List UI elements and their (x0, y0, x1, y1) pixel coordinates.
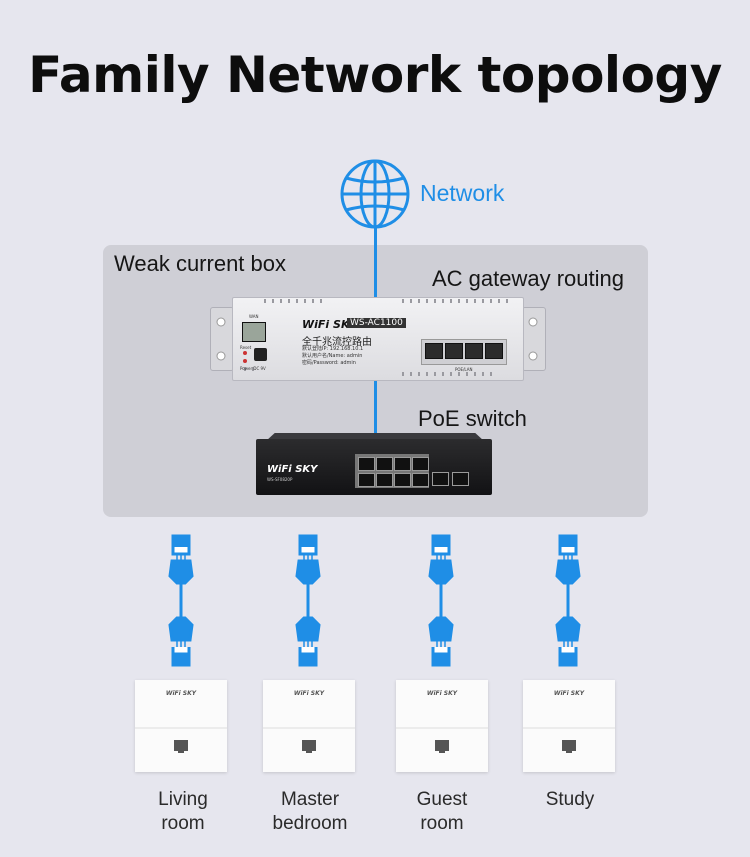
room-label-guest-room: Guest room (382, 788, 502, 836)
router-info-password: 密码/Password: admin (302, 360, 356, 366)
switch-poe-port (394, 473, 411, 487)
network-label: Network (420, 180, 505, 206)
wire-router-to-switch (374, 379, 377, 435)
panel-brand: WiFi SKY (165, 690, 197, 697)
panel-brand: WiFi SKY (553, 690, 585, 697)
cable-living-room (168, 534, 194, 667)
router-brand: WiFi SKY (302, 318, 358, 331)
router-info: 默认登陆IP: 192.168.10.1 默认用户名/Name: admin 密… (302, 346, 363, 367)
router-lan-port (485, 343, 503, 359)
room-label-line: bedroom (272, 813, 348, 834)
router-subtitle: 全千兆流控路由 (302, 337, 372, 348)
router-info-name: 默认用户名/Name: admin (302, 353, 363, 359)
page-title: Family Network topology (28, 46, 722, 104)
wire-internet-to-router-inner (374, 245, 377, 299)
wall-panel-study (523, 680, 615, 772)
switch-poe-port (394, 457, 411, 471)
switch-uplink-port (432, 472, 449, 486)
dc-power-jack (254, 348, 267, 361)
weak-current-box-label: Weak current box (114, 251, 287, 276)
room-label-line: room (420, 813, 464, 834)
room-label-line: Master (280, 789, 340, 810)
switch-uplink-port (452, 472, 469, 486)
switch-poe-port (358, 473, 375, 487)
room-label-master-bedroom: Master bedroom (250, 788, 370, 836)
poe-switch-top (266, 433, 484, 441)
wan-port (242, 322, 266, 342)
wall-panel-master-bedroom (263, 680, 355, 772)
router-lan-port (425, 343, 443, 359)
cable-study (555, 534, 581, 667)
room-label-study: Study (510, 788, 630, 812)
room-label-line: Guest (416, 789, 468, 810)
router-lan-label: POE/LAN (455, 367, 473, 372)
cable-guest-room (428, 534, 454, 667)
panel-brand: WiFi SKY (426, 690, 458, 697)
poe-switch-label: PoE switch (418, 406, 527, 431)
switch-model: WS-SF0820P (267, 477, 293, 482)
panel-brand: WiFi SKY (293, 690, 325, 697)
ac-router-label: AC gateway routing (432, 266, 624, 291)
wall-panel-living-room (135, 680, 227, 772)
reset-label: Reset (240, 345, 252, 350)
wan-port-label: WAN (249, 314, 259, 319)
router-lan-port (465, 343, 483, 359)
switch-poe-port (412, 457, 429, 471)
wall-panel-guest-room (396, 680, 488, 772)
cable-master-bedroom (295, 534, 321, 667)
router-model: WS-AC1100 (347, 318, 406, 328)
rj45-socket-icon (174, 740, 576, 753)
room-label-line: Living (158, 789, 208, 810)
switch-poe-port (412, 473, 429, 487)
power-label: Power DC 9V (240, 366, 266, 371)
switch-brand: WiFi SKY (267, 464, 318, 475)
switch-poe-port (358, 457, 375, 471)
room-label-line: Study (545, 789, 595, 810)
switch-poe-port (376, 457, 393, 471)
room-label-living-room: Living room (123, 788, 243, 836)
router-info-ip: 默认登陆IP: 192.168.10.1 (302, 346, 364, 352)
switch-poe-port (376, 473, 393, 487)
router-lan-port (445, 343, 463, 359)
room-label-line: room (161, 813, 205, 834)
